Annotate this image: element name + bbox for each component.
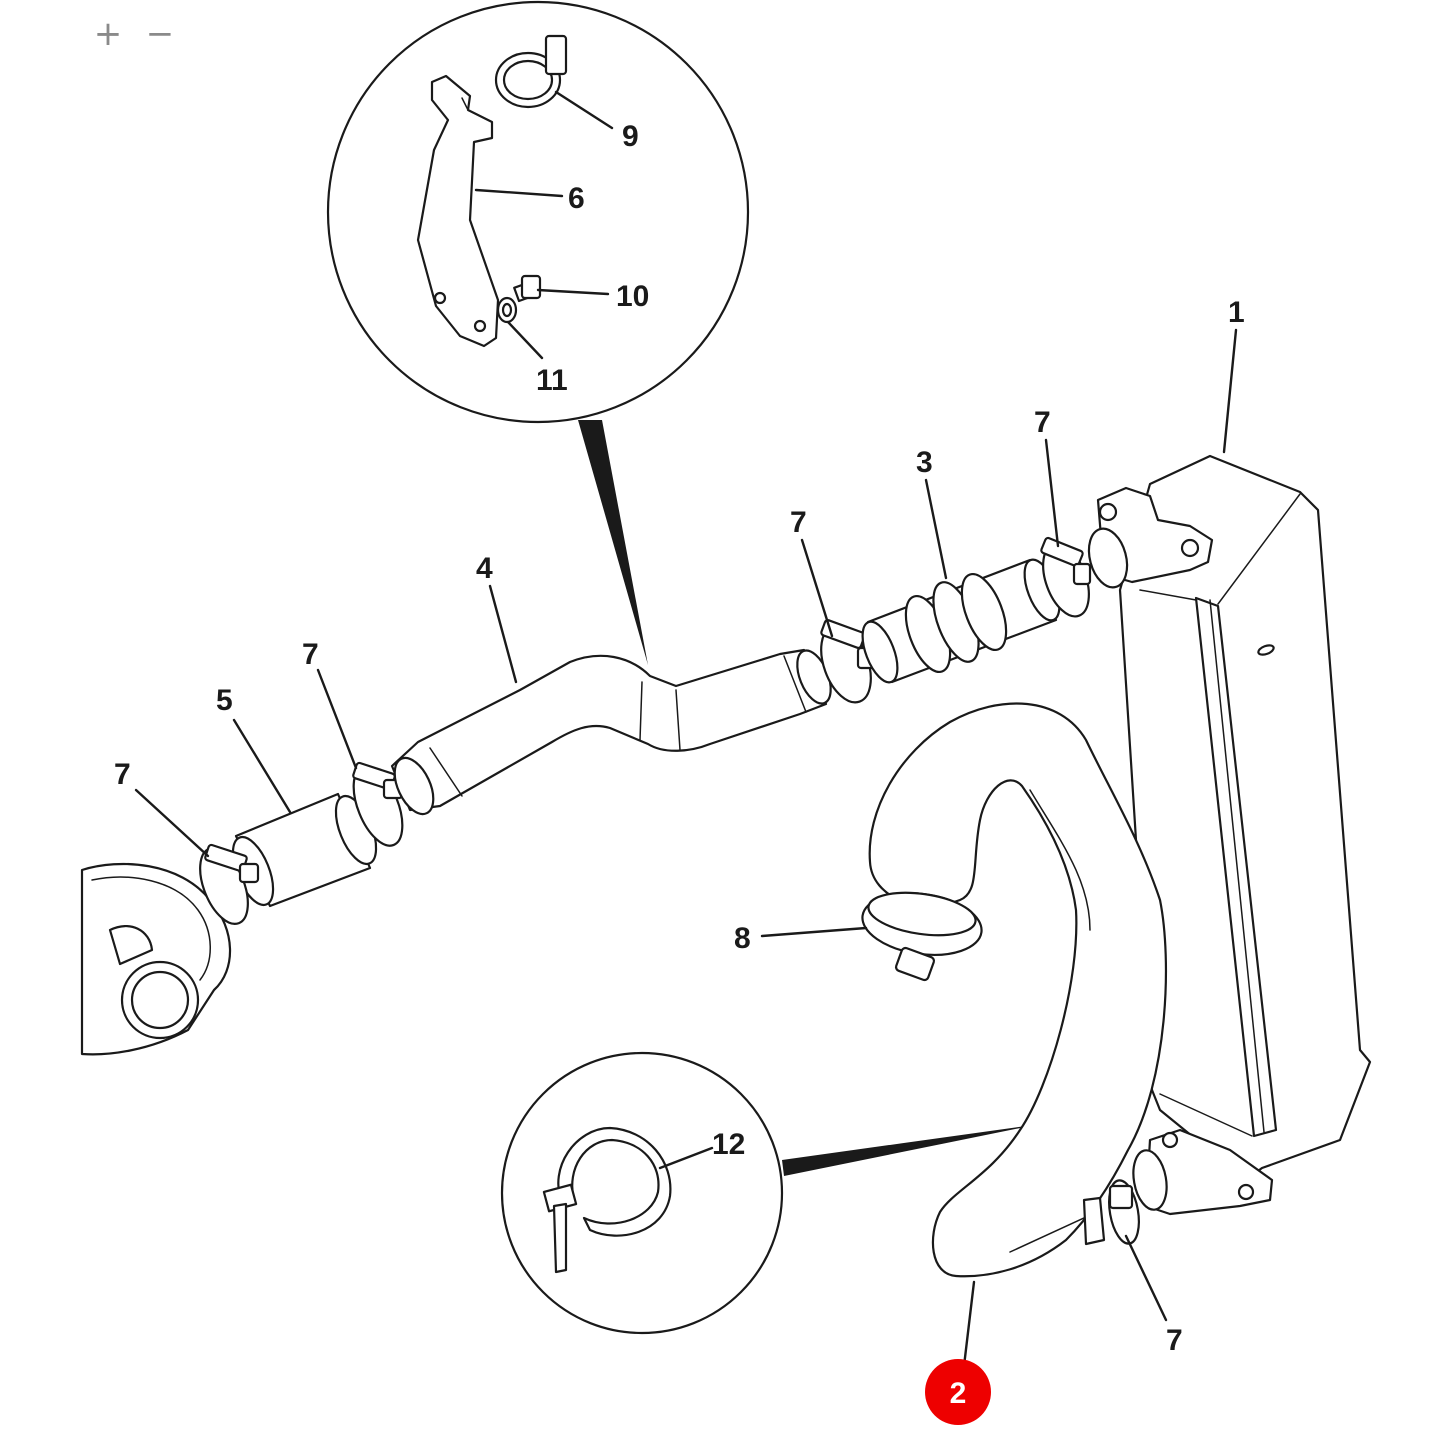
callout-11: 11 xyxy=(536,364,568,397)
plus-icon: + xyxy=(93,14,123,54)
callout-7-top-right: 7 xyxy=(1034,406,1051,439)
callout-9: 9 xyxy=(622,120,639,153)
bolt xyxy=(513,274,542,303)
callout-7-mid: 7 xyxy=(790,506,807,539)
turbocharger xyxy=(80,862,232,1056)
callout-3: 3 xyxy=(916,446,933,479)
callout-7-left-upper: 7 xyxy=(302,638,319,671)
clamp-left-lower xyxy=(199,843,260,925)
zoom-out-button[interactable]: − xyxy=(140,14,180,54)
callout-12: 12 xyxy=(712,1128,745,1161)
callout-labels: 1 7 3 7 4 7 5 7 8 7 9 6 10 11 12 2 xyxy=(114,120,1245,1425)
zoom-in-button[interactable]: + xyxy=(88,14,128,54)
intake-pipe xyxy=(390,648,832,816)
detail-circle-top xyxy=(326,0,750,665)
leader-lines xyxy=(134,90,1238,1368)
connector-hose xyxy=(861,558,1061,684)
clamp-top-right xyxy=(1040,536,1092,618)
lower-hose xyxy=(868,702,1168,1278)
callout-8: 8 xyxy=(734,922,751,955)
intercooler xyxy=(1087,454,1372,1216)
bracket xyxy=(416,74,500,348)
clamp-bottom-right xyxy=(1108,1179,1140,1245)
cable-tie xyxy=(542,1126,672,1274)
minus-icon: − xyxy=(145,14,175,54)
detail-circle-bottom xyxy=(500,1051,1040,1335)
callout-2[interactable]: 2 xyxy=(950,1377,967,1410)
hose-clip xyxy=(494,34,568,109)
clamp-large xyxy=(861,891,983,982)
callout-7-bottom-right: 7 xyxy=(1166,1324,1183,1357)
callout-7-left-lower: 7 xyxy=(114,758,131,791)
callout-10: 10 xyxy=(616,280,649,313)
callout-6: 6 xyxy=(568,182,585,215)
callout-4: 4 xyxy=(476,552,493,585)
highlight-marker[interactable] xyxy=(925,1359,991,1425)
callout-1: 1 xyxy=(1228,296,1245,329)
clamp-left-upper xyxy=(352,761,404,847)
callout-5: 5 xyxy=(216,684,233,717)
